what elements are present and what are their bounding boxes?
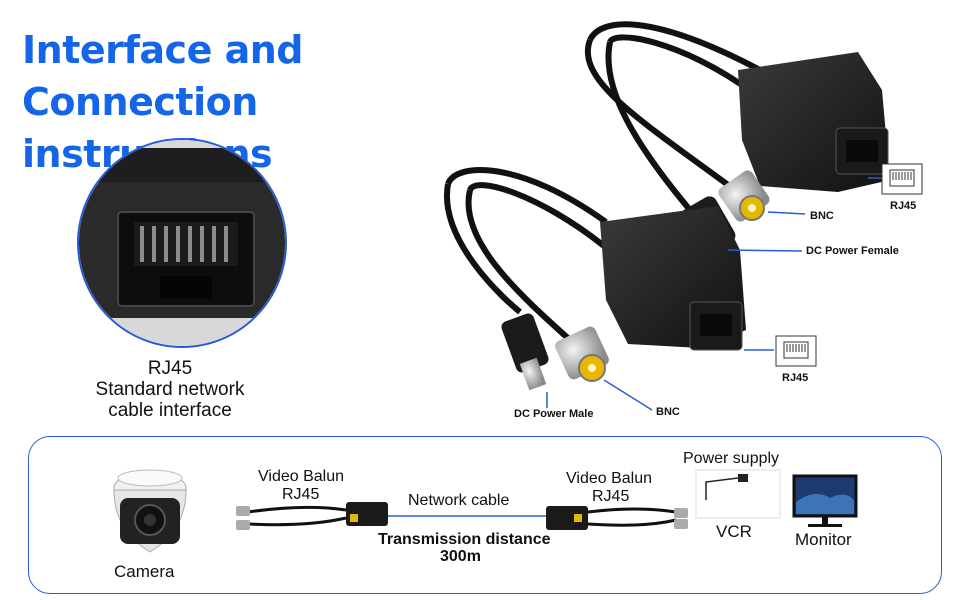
label-distance: 300m [440,548,481,565]
caption-line-2: Standard network [95,379,245,400]
balun-right-icon [546,506,688,530]
rj45-caption: RJ45 Standard network cable interface [60,358,280,421]
rj45-pins [140,226,228,262]
balun-left-icon [236,502,388,530]
camera-icon [113,469,187,553]
label-balun-right-type: RJ45 [592,488,630,505]
label-transmission: Transmission distance [378,531,551,548]
label-balun-left-type: RJ45 [282,486,320,503]
label-network-cable: Network cable [408,492,510,509]
rj45-port-icon-upper [881,163,923,195]
label-dc-male: DC Power Male [514,408,594,420]
label-dc-female: DC Power Female [806,245,899,257]
label-bnc-lower: BNC [656,406,680,418]
rj45-port-icon-lower [775,335,817,367]
label-rj45-upper: RJ45 [890,200,917,212]
lower-balun [444,167,746,391]
caption-line-1: RJ45 [147,358,193,379]
label-monitor: Monitor [795,530,852,549]
vcr-box [695,469,781,519]
label-pointers [546,177,882,411]
label-camera: Camera [114,562,175,581]
rj45-closeup [77,138,287,348]
label-rj45-lower: RJ45 [782,372,809,384]
connection-diagram-panel [28,436,942,594]
caption-line-3: cable interface [108,400,232,421]
monitor-icon [792,474,858,527]
title-line-1: Interface and Connection [22,28,303,124]
label-power-supply: Power supply [683,450,780,467]
label-balun-right: Video Balun [566,470,652,487]
label-balun-left: Video Balun [258,468,344,485]
label-bnc-upper: BNC [810,210,834,222]
label-vcr: VCR [716,522,752,541]
